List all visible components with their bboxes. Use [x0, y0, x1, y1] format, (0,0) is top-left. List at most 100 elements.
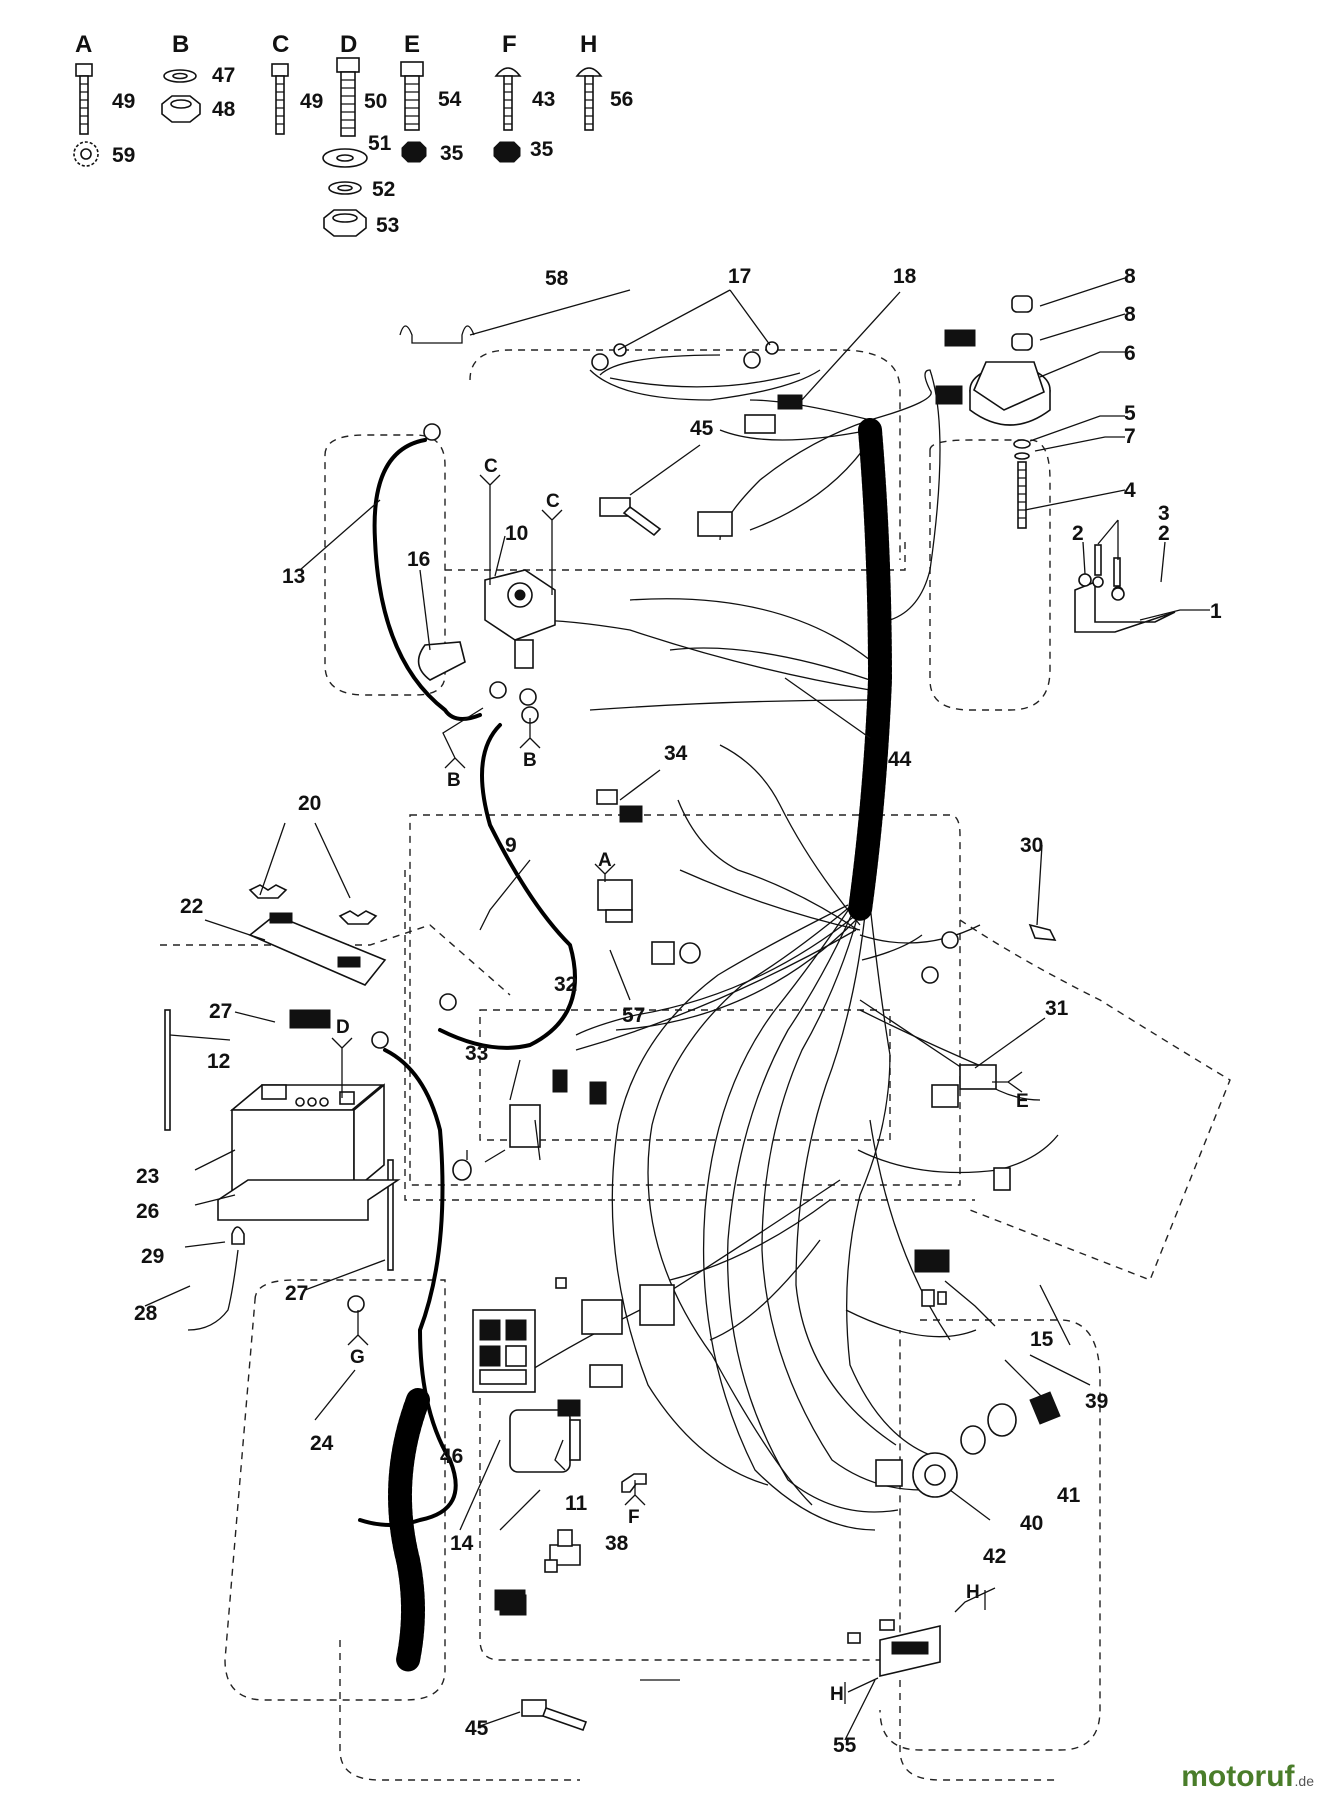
spring-clip-icon [399, 325, 475, 344]
callout-27: 27 [209, 1000, 232, 1023]
drain-hose-icon [187, 1249, 239, 1331]
callout-33: 33 [465, 1042, 488, 1065]
callout-53: 53 [376, 214, 399, 237]
callout-26: 26 [136, 1200, 159, 1223]
callout-58: 58 [545, 267, 569, 290]
callout-35: 35 [530, 138, 554, 161]
callout-9: 9 [505, 834, 517, 857]
harness-connector-icon [619, 805, 643, 823]
callout-28: 28 [134, 1302, 158, 1325]
svg-text:A: A [598, 850, 612, 871]
callout-34: 34 [664, 742, 688, 765]
callout-45: 45 [690, 417, 714, 440]
mount-bracket-icon [1074, 576, 1176, 633]
callout-49: 49 [112, 90, 135, 113]
harness-connector-icon [935, 385, 963, 405]
harness-connector-icon [499, 1594, 527, 1616]
callout-6: 6 [1124, 342, 1136, 365]
lock-washer-icon [328, 181, 362, 195]
connection-tags: C C B B A D E F [331, 456, 1029, 1705]
hw-letter-b: B [172, 31, 189, 58]
callout-12: 12 [207, 1050, 230, 1073]
flat-washer-icon [322, 148, 368, 168]
callout-35: 35 [440, 142, 464, 165]
callout-17: 17 [728, 265, 751, 288]
svg-text:H: H [966, 1582, 980, 1603]
light-bulb-icon [743, 341, 779, 369]
harness-connector-icon [589, 1364, 623, 1388]
bolt-icon [75, 63, 93, 135]
callout-11: 11 [565, 1492, 588, 1515]
connection-tag-f: F [624, 1480, 646, 1528]
callout-3: 3 [1158, 502, 1170, 525]
svg-text:B: B [523, 750, 537, 771]
bolt-icon [336, 57, 360, 137]
battery-cables [358, 438, 577, 1527]
connection-tag-h: H [954, 1582, 996, 1613]
battery-tray-icon [217, 1179, 401, 1221]
harness-connector-icon [639, 1284, 675, 1326]
bumper-icon [1011, 295, 1033, 313]
callout-numbers: 1 2 2 3 4 5 6 7 8 8 9 10 11 12 13 14 15 … [134, 265, 1222, 1757]
callout-44: 44 [888, 748, 912, 771]
callout-8: 8 [1124, 303, 1136, 326]
callout-56: 56 [610, 88, 633, 111]
lock-washer-icon [960, 1425, 986, 1455]
callout-47: 47 [212, 64, 235, 87]
hw-letter-c: C [272, 31, 289, 58]
terminal-boot-icon [417, 641, 466, 681]
hold-down-rod-icon [164, 1009, 394, 1271]
callout-48: 48 [212, 98, 236, 121]
hour-meter-icon [509, 1399, 581, 1473]
leader-lines [144, 277, 1210, 1741]
connection-tag-b: B [519, 718, 541, 771]
svg-text:G: G [350, 1347, 365, 1368]
light-bulb-icon [591, 343, 627, 371]
nylon-nut-icon [401, 141, 427, 163]
toggle-switch-icon [484, 1069, 607, 1163]
callout-32: 32 [554, 973, 577, 996]
harness-connector-icon [744, 414, 776, 434]
callout-16: 16 [407, 548, 430, 571]
callout-42: 42 [983, 1545, 1006, 1568]
callout-45: 45 [465, 1717, 489, 1740]
seat-switch-icon [931, 1064, 997, 1108]
connection-tag-d: D [331, 1017, 353, 1098]
ignition-switch-icon [875, 1452, 958, 1498]
rocker-switch-icon [914, 1249, 950, 1307]
hw-letter-d: D [340, 31, 357, 58]
nylon-nut-icon [493, 141, 521, 163]
screw-icon [1113, 557, 1121, 587]
hw-letter-h: H [580, 31, 597, 58]
connection-tag-e: E [992, 1071, 1029, 1112]
harness-connector-icon [993, 1167, 1011, 1191]
callout-14: 14 [450, 1532, 474, 1555]
brake-switch-icon [544, 1529, 581, 1573]
key-icon [1029, 1391, 1061, 1425]
chassis-outline [160, 349, 1231, 1781]
callout-2: 2 [1158, 522, 1170, 545]
relay-icon [597, 879, 701, 965]
harness-connector-icon [581, 1299, 623, 1335]
callout-5: 5 [1124, 402, 1136, 425]
harness-connector-icon [777, 394, 803, 410]
components [164, 295, 1176, 1732]
harness-connector-icon [847, 1632, 861, 1644]
callout-24: 24 [310, 1432, 334, 1455]
battery-holddown-icon [248, 912, 387, 986]
carriage-bolt-icon [575, 67, 603, 131]
connection-tag-a: A [594, 850, 616, 882]
svg-text:B: B [447, 770, 461, 791]
bezel-nut-icon [987, 1403, 1017, 1437]
pto-clutch-icon [969, 361, 1051, 426]
screw-icon [1111, 587, 1125, 601]
bolt-icon [1017, 461, 1027, 529]
callout-52: 52 [372, 178, 395, 201]
callout-54: 54 [438, 88, 462, 111]
callout-50: 50 [364, 90, 387, 113]
bumper-icon [1011, 333, 1033, 351]
callout-23: 23 [136, 1165, 159, 1188]
wire-clip-icon [1028, 923, 1057, 941]
hw-letter-e: E [404, 31, 420, 58]
